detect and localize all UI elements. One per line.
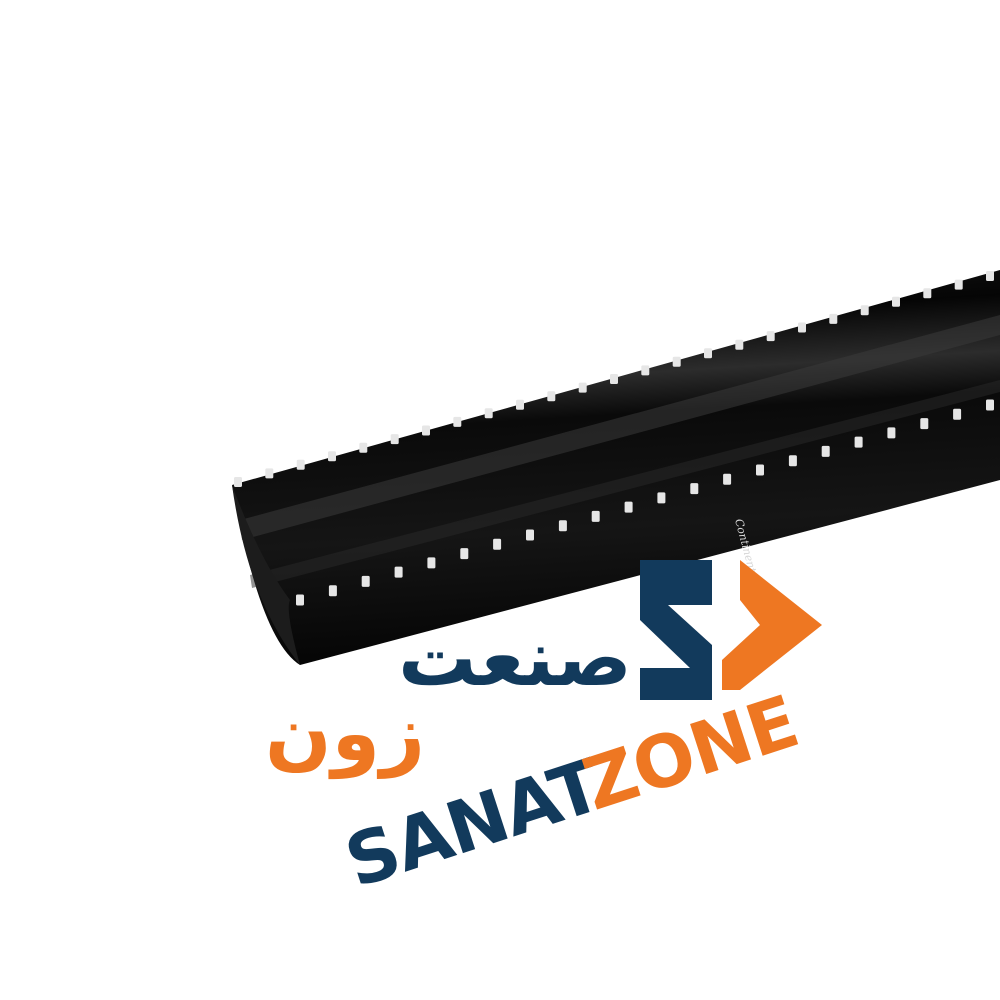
helix-nub xyxy=(986,271,994,281)
helix-nub xyxy=(641,365,650,376)
helix-nub xyxy=(493,538,502,550)
helix-nub xyxy=(954,279,963,290)
helix-nub xyxy=(923,288,932,299)
helix-nub xyxy=(723,473,732,485)
emblem-navy-s-shape xyxy=(640,560,712,700)
helix-nub xyxy=(453,416,462,427)
helix-nub xyxy=(591,510,600,522)
helix-nub xyxy=(526,529,534,541)
helix-nub xyxy=(610,374,618,384)
helix-nub xyxy=(547,391,556,402)
helix-nub xyxy=(690,483,699,495)
hose-highlight-lower xyxy=(250,380,1000,588)
helix-nub xyxy=(328,451,336,462)
helix-nub xyxy=(887,427,896,439)
helix-nub xyxy=(854,436,863,448)
hose-open-end xyxy=(232,485,300,665)
helix-nub xyxy=(578,382,587,393)
helix-nub xyxy=(361,575,370,587)
helix-nub xyxy=(422,425,430,436)
helix-nub xyxy=(427,557,436,569)
logo-persian-word-1: صنعت xyxy=(398,614,632,704)
helix-nub xyxy=(234,477,242,487)
hose-highlight xyxy=(240,315,1000,540)
helix-ridge-top xyxy=(234,271,994,487)
logo-persian-word-2: زون xyxy=(265,689,425,779)
helix-nub xyxy=(328,585,337,597)
emblem-orange-z-shape xyxy=(722,560,822,690)
helix-nub xyxy=(672,356,681,367)
helix-nub xyxy=(704,348,712,359)
helix-nub xyxy=(296,594,304,606)
helix-nub xyxy=(265,468,274,479)
helix-nub xyxy=(953,408,962,420)
hose: Continental xyxy=(232,270,1000,665)
helix-nub xyxy=(788,455,797,467)
hose-body xyxy=(232,270,1000,665)
helix-nub xyxy=(860,305,869,316)
helix-nub xyxy=(516,399,524,410)
helix-nub xyxy=(766,331,775,342)
helix-nub xyxy=(657,492,666,504)
helix-nub xyxy=(624,501,633,513)
helix-nub xyxy=(920,418,929,430)
helix-nub xyxy=(558,520,567,532)
helix-nub xyxy=(484,408,493,419)
helix-nub xyxy=(390,434,399,445)
helix-nub xyxy=(735,339,744,350)
helix-nub xyxy=(821,445,830,457)
helix-ridge-bottom xyxy=(296,399,994,606)
helix-nub xyxy=(798,322,806,333)
logo-emblem-icon xyxy=(640,560,822,700)
helix-nub xyxy=(756,464,764,476)
helix-nub xyxy=(829,313,838,324)
helix-nub xyxy=(394,566,403,578)
helix-nub xyxy=(460,548,469,560)
helix-nub xyxy=(892,296,900,307)
helix-nub xyxy=(296,459,305,470)
helix-nub xyxy=(986,399,994,411)
helix-nub xyxy=(359,442,368,453)
